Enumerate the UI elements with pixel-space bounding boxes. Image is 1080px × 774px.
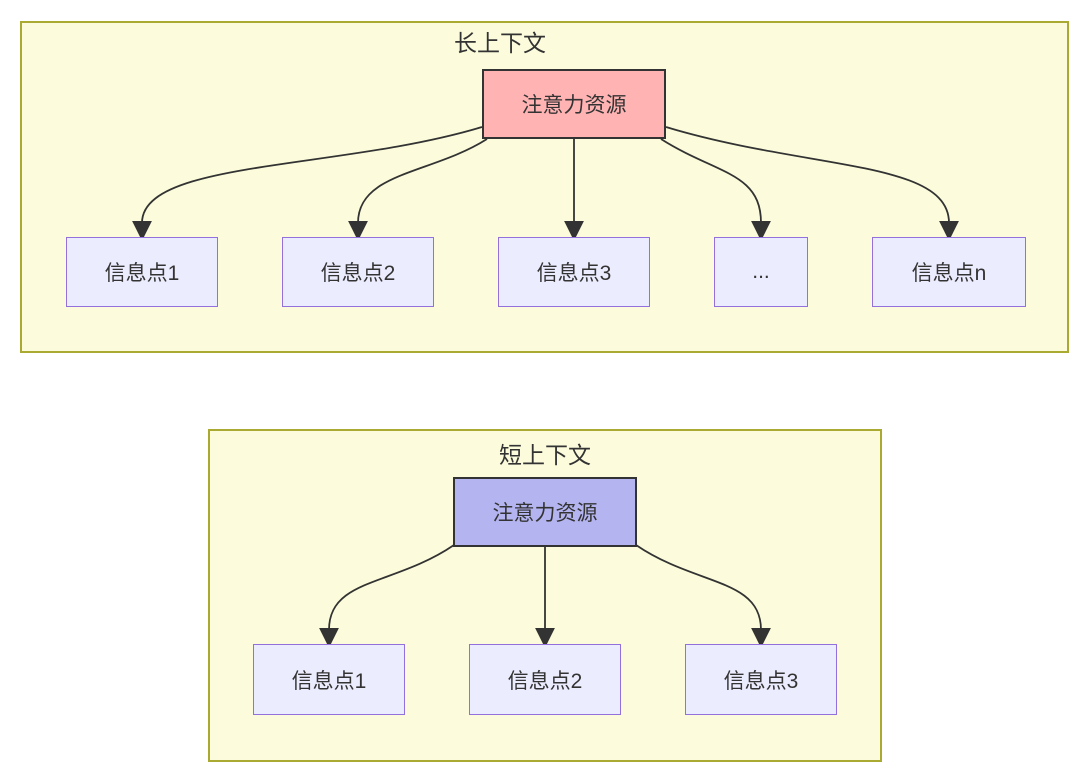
info-node-short-1: 信息点1 [253, 644, 405, 715]
info-node-long-ellipsis: ... [714, 237, 808, 307]
long-context-title: 长上下文 [454, 30, 546, 56]
attention-resource-node-short: 注意力资源 [453, 477, 637, 547]
short-context-title: 短上下文 [499, 442, 591, 468]
info-node-short-2: 信息点2 [469, 644, 621, 715]
attention-resource-node-long: 注意力资源 [482, 69, 666, 139]
info-node-long-2: 信息点2 [282, 237, 434, 307]
info-node-long-1: 信息点1 [66, 237, 218, 307]
info-node-long-3: 信息点3 [498, 237, 650, 307]
info-node-long-n: 信息点n [872, 237, 1026, 307]
info-node-short-3: 信息点3 [685, 644, 837, 715]
